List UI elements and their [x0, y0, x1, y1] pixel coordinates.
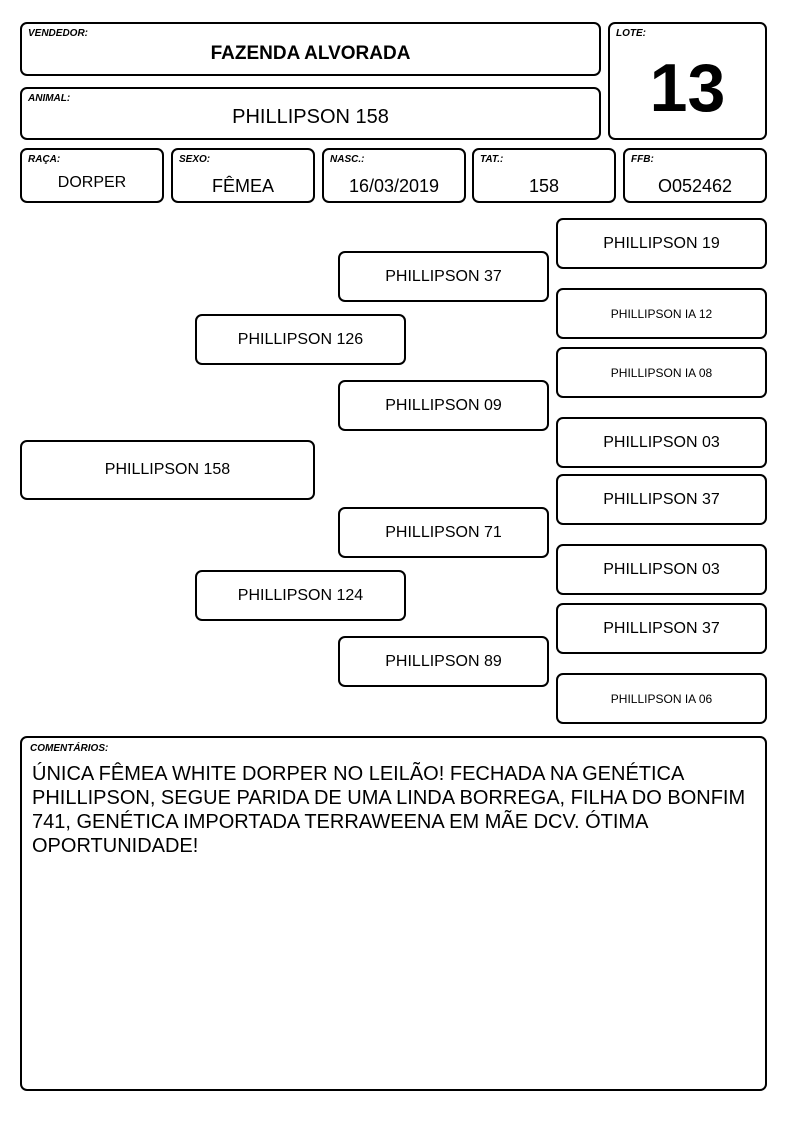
- comments-box: COMENTÁRIOS: ÚNICA FÊMEA WHITE DORPER NO…: [20, 736, 767, 1091]
- pedigree-sire-sire: PHILLIPSON 37: [338, 251, 549, 302]
- animal-box: ANIMAL: PHILLIPSON 158: [20, 87, 601, 140]
- pedigree-gg-6: PHILLIPSON 03: [556, 544, 767, 595]
- tat-box: TAT.: 158: [472, 148, 616, 203]
- pedigree-gg-8: PHILLIPSON IA 06: [556, 673, 767, 724]
- sexo-value: FÊMEA: [211, 176, 274, 196]
- comments-label: COMENTÁRIOS:: [30, 743, 109, 754]
- pedigree-gg-7: PHILLIPSON 37: [556, 603, 767, 654]
- pedigree-gg-5: PHILLIPSON 37: [556, 474, 767, 525]
- sexo-box: SEXO: FÊMEA: [171, 148, 315, 203]
- lote-box: LOTE: 13: [608, 22, 767, 140]
- pedigree-dam-sire: PHILLIPSON 71: [338, 507, 549, 558]
- pedigree-dam: PHILLIPSON 124: [195, 570, 406, 621]
- pedigree-gg-2: PHILLIPSON IA 12: [556, 288, 767, 339]
- nasc-box: NASC.: 16/03/2019: [322, 148, 466, 203]
- vendedor-label: VENDEDOR:: [28, 28, 89, 39]
- pedigree-gg-1: PHILLIPSON 19: [556, 218, 767, 269]
- raca-value: DORPER: [57, 174, 127, 191]
- raca-label: RAÇA:: [28, 154, 61, 165]
- ffb-value: O052462: [657, 176, 733, 196]
- sexo-label: SEXO:: [179, 154, 211, 165]
- pedigree-dam-dam: PHILLIPSON 89: [338, 636, 549, 687]
- vendedor-box: VENDEDOR: FAZENDA ALVORADA: [20, 22, 601, 76]
- animal-value: PHILLIPSON 158: [232, 106, 389, 128]
- nasc-label: NASC.:: [330, 154, 365, 165]
- lote-value: 13: [649, 50, 726, 126]
- pedigree-gg-3: PHILLIPSON IA 08: [556, 347, 767, 398]
- ffb-label: FFB:: [631, 154, 654, 165]
- comments-text: ÚNICA FÊMEA WHITE DORPER NO LEILÃO! FECH…: [32, 763, 746, 857]
- vendedor-value: FAZENDA ALVORADA: [210, 43, 411, 64]
- tat-label: TAT.:: [480, 154, 504, 165]
- lote-label: LOTE:: [616, 28, 646, 39]
- pedigree-animal: PHILLIPSON 158: [20, 440, 315, 500]
- raca-box: RAÇA: DORPER: [20, 148, 164, 203]
- pedigree-sire-dam: PHILLIPSON 09: [338, 380, 549, 431]
- pedigree-gg-4: PHILLIPSON 03: [556, 417, 767, 468]
- ffb-box: FFB: O052462: [623, 148, 767, 203]
- nasc-value: 16/03/2019: [348, 176, 440, 196]
- tat-value: 158: [528, 176, 560, 196]
- pedigree-sire: PHILLIPSON 126: [195, 314, 406, 365]
- animal-label: ANIMAL:: [28, 93, 71, 104]
